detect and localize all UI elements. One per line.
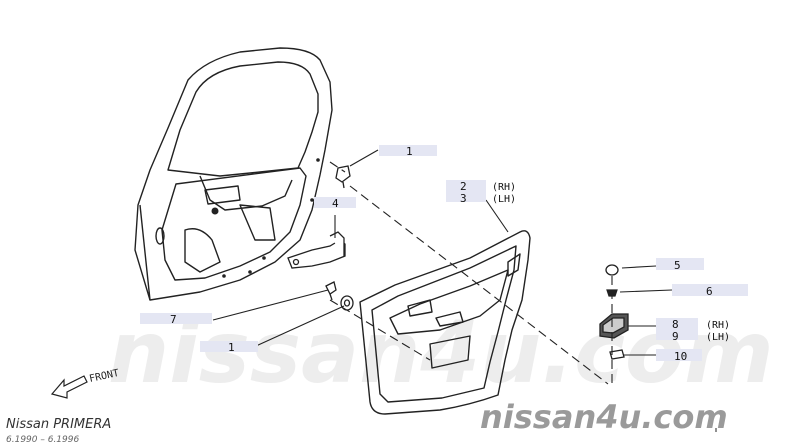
- date-range: 6.1990 – 6.1996: [6, 435, 79, 445]
- callout-3: 3: [460, 192, 467, 205]
- model-name: Nissan PRIMERA: [6, 417, 111, 432]
- callout-10: 10: [674, 350, 687, 363]
- callout-8-side: (RH): [706, 320, 730, 331]
- cap-part-5: [605, 264, 619, 276]
- front-arrow-icon: [50, 375, 88, 399]
- callout-3-side: (LH): [492, 194, 516, 205]
- callout-9: 9: [672, 330, 679, 343]
- callout-7: 7: [170, 313, 177, 326]
- clip-part-1: [335, 165, 351, 189]
- assembly-lines: [329, 161, 613, 386]
- door-shell: [134, 47, 333, 301]
- callout-boxes: [140, 145, 748, 361]
- callout-8: 8: [672, 318, 679, 331]
- callout-6: 6: [706, 285, 713, 298]
- door-holes: [211, 158, 320, 278]
- escutcheon-part-8: [599, 313, 629, 339]
- callout-9-side: (LH): [706, 332, 730, 343]
- callout-1b: 1: [228, 341, 235, 354]
- callout-1: 1: [406, 145, 413, 158]
- callout-5: 5: [674, 259, 681, 272]
- leader-lines: [212, 149, 673, 356]
- watermark-small: nissan4u.com: [480, 398, 728, 436]
- callout-2-side: (RH): [492, 182, 516, 193]
- screw-part-7: [325, 281, 337, 301]
- clip-part-10: [609, 349, 625, 360]
- callout-2: 2: [460, 180, 467, 193]
- callout-4: 4: [332, 197, 339, 210]
- door-trim-panel: [359, 230, 531, 415]
- bracket-part-4: [287, 231, 346, 269]
